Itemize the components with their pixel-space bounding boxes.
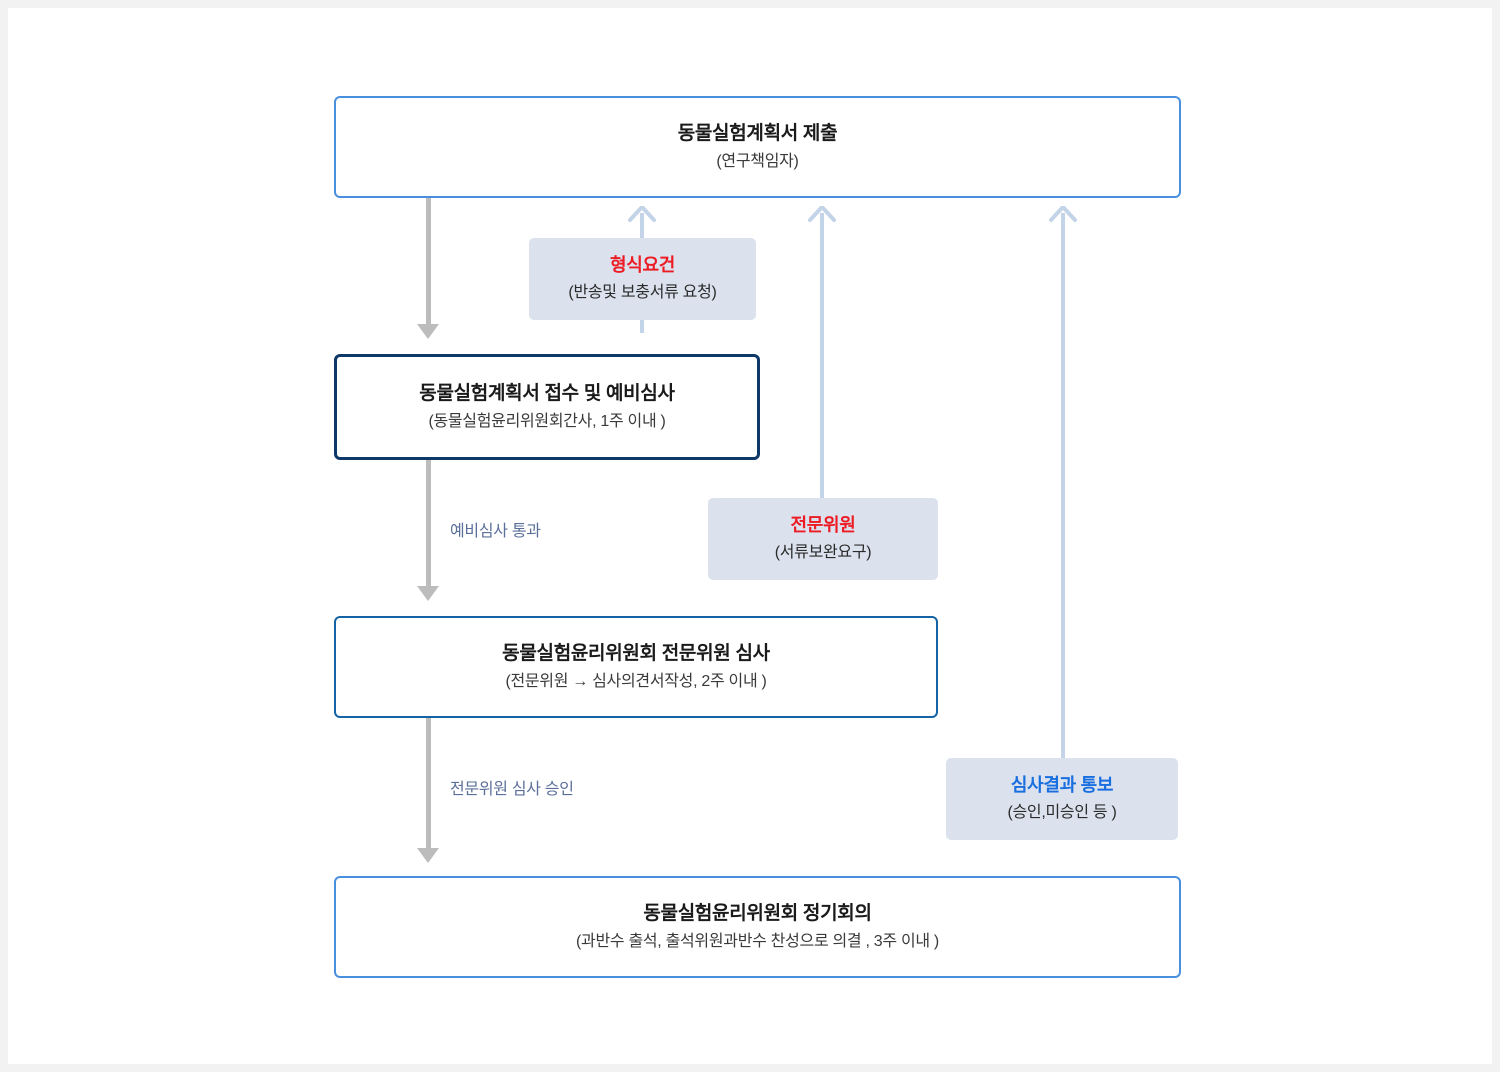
- node-regular-meeting[interactable]: 동물실험윤리위원회 정기회의 (과반수 출석, 출석위원과반수 찬성으로 의결 …: [334, 876, 1181, 978]
- connector-result-notice-up: [1061, 213, 1065, 758]
- arrowhead-receipt-to-expert-review: [417, 586, 439, 601]
- callout-expert-committee-title: 전문위원: [790, 515, 856, 536]
- node-submit-title: 동물실험계획서 제출: [677, 122, 838, 144]
- arrowhead-expert-committee-up: [808, 206, 836, 222]
- callout-format-requirement[interactable]: 형식요건 (반송및 보충서류 요청): [529, 238, 756, 320]
- arrowhead-result-notice-up: [1049, 206, 1077, 222]
- arrowhead-format-requirement-up: [628, 206, 656, 222]
- callout-expert-committee-subtitle: (서류보완요구): [774, 543, 872, 561]
- node-receipt-subtitle: (동물실험윤리위원회간사, 1주 이내 ): [428, 413, 666, 431]
- edge-label-approve-expert-review: 전문위원 심사 승인: [450, 781, 574, 798]
- arrowhead-expert-review-to-meeting: [417, 848, 439, 863]
- callout-result-notice-subtitle: (승인,미승인 등 ): [1007, 803, 1117, 821]
- connector-expert-review-to-meeting: [426, 718, 431, 850]
- node-expert-review-title: 동물실험윤리위원회 전문위원 심사: [502, 642, 770, 664]
- connector-expert-committee-up: [820, 213, 824, 498]
- diagram-canvas: 예비심사 통과 전문위원 심사 승인 동물실험계획서 제출 (연구책임자) 동물…: [8, 8, 1492, 1064]
- callout-format-requirement-title: 형식요건: [609, 255, 676, 276]
- connector-submit-to-receipt: [426, 198, 431, 326]
- node-receipt-title: 동물실험계획서 접수 및 예비심사: [419, 382, 675, 404]
- node-regular-meeting-subtitle: (과반수 출석, 출석위원과반수 찬성으로 의결 , 3주 이내 ): [576, 933, 939, 951]
- callout-result-notice-title: 심사결과 통보: [1010, 775, 1114, 796]
- connector-receipt-to-expert-review: [426, 460, 431, 588]
- callout-format-requirement-subtitle: (반송및 보충서류 요청): [568, 283, 717, 301]
- node-expert-review[interactable]: 동물실험윤리위원회 전문위원 심사 (전문위원 → 심사의견서작성, 2주 이내…: [334, 616, 938, 718]
- callout-result-notice[interactable]: 심사결과 통보 (승인,미승인 등 ): [946, 758, 1178, 840]
- node-submit[interactable]: 동물실험계획서 제출 (연구책임자): [334, 96, 1181, 198]
- node-regular-meeting-title: 동물실험윤리위원회 정기회의: [643, 902, 872, 924]
- node-receipt[interactable]: 동물실험계획서 접수 및 예비심사 (동물실험윤리위원회간사, 1주 이내 ): [334, 354, 760, 460]
- arrowhead-submit-to-receipt: [417, 324, 439, 339]
- edge-label-pass-pre-review: 예비심사 통과: [450, 523, 541, 540]
- node-expert-review-subtitle: (전문위원 → 심사의견서작성, 2주 이내 ): [505, 673, 767, 691]
- callout-expert-committee[interactable]: 전문위원 (서류보완요구): [708, 498, 938, 580]
- node-submit-subtitle: (연구책임자): [716, 153, 799, 171]
